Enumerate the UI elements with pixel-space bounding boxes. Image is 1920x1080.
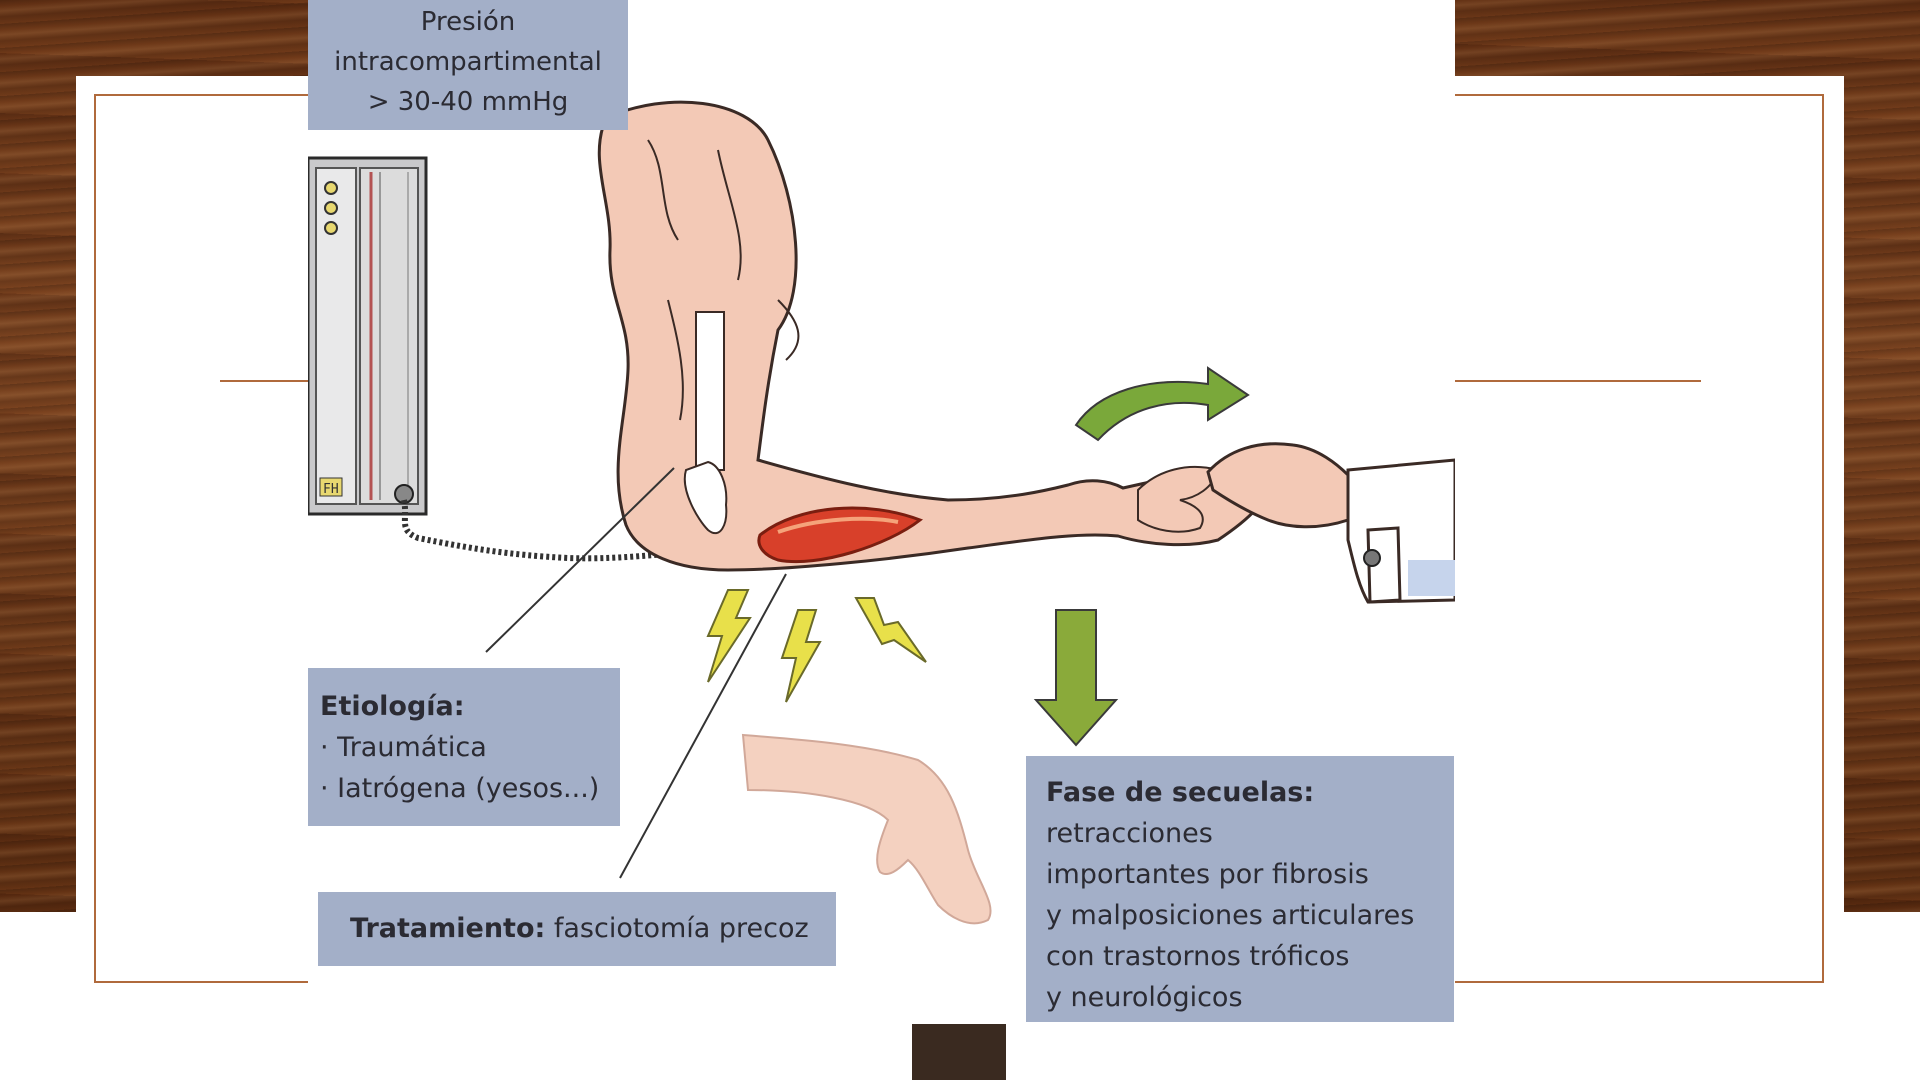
- tratamiento-leader-line: [619, 573, 787, 879]
- presion-line: intracompartimental: [334, 47, 602, 77]
- compartment-syndrome-figure: FH: [308, 0, 1455, 1022]
- presion-label-box: Presión intracompartimental > 30-40 mmHg: [308, 0, 628, 130]
- fase-heading: Fase de secuelas:: [1046, 777, 1315, 808]
- fase-line: retracciones: [1046, 818, 1213, 849]
- manometer: FH: [308, 156, 428, 516]
- down-arrow-icon: [1033, 609, 1119, 747]
- fase-line: importantes por fibrosis: [1046, 859, 1369, 890]
- etiologia-leader-line: [485, 467, 675, 653]
- lightning-bolt-icon: [706, 589, 752, 683]
- slide-number-block: [912, 1024, 1006, 1080]
- etiologia-item: · Iatrógena (yesos...): [320, 773, 600, 804]
- fase-line: y malposiciones articulares: [1046, 900, 1415, 931]
- fase-line: y neurológicos: [1046, 982, 1243, 1013]
- title-rule-right: [1455, 380, 1701, 382]
- manometer-knob-icon: [324, 181, 338, 195]
- manometer-display-text: FH: [323, 482, 339, 497]
- illustration-canvas: FH: [308, 100, 1455, 925]
- etiologia-heading: Etiología:: [320, 691, 465, 722]
- etiologia-label-box: Etiología: · Traumática · Iatrógena (yes…: [308, 668, 620, 826]
- fase-line: con trastornos tróficos: [1046, 941, 1350, 972]
- examiner-hand: [1206, 442, 1455, 604]
- etiologia-item: · Traumática: [320, 732, 487, 763]
- curved-arrow-icon: [1074, 366, 1250, 442]
- lightning-bolt-icon: [854, 597, 927, 663]
- manometer-knob-icon: [324, 221, 338, 235]
- exposed-bone: [695, 311, 725, 471]
- presion-line: Presión: [420, 7, 516, 37]
- fase-label-box: Fase de secuelas: retracciones important…: [1026, 756, 1454, 1022]
- clawed-hand-illustration: [741, 733, 992, 925]
- manometer-display: [319, 477, 343, 497]
- manometer-knob-icon: [324, 201, 338, 215]
- lightning-bolt-icon: [780, 609, 822, 703]
- presion-line: > 30-40 mmHg: [367, 87, 569, 117]
- cufflink-icon: [1363, 549, 1381, 567]
- pressure-cable: [401, 499, 729, 562]
- tratamiento-heading: Tratamiento:: [350, 913, 546, 944]
- tratamiento-text: fasciotomía precoz: [545, 913, 809, 944]
- tratamiento-label-box: Tratamiento: fasciotomía precoz: [318, 892, 836, 966]
- forearm-illustration: [597, 100, 1271, 572]
